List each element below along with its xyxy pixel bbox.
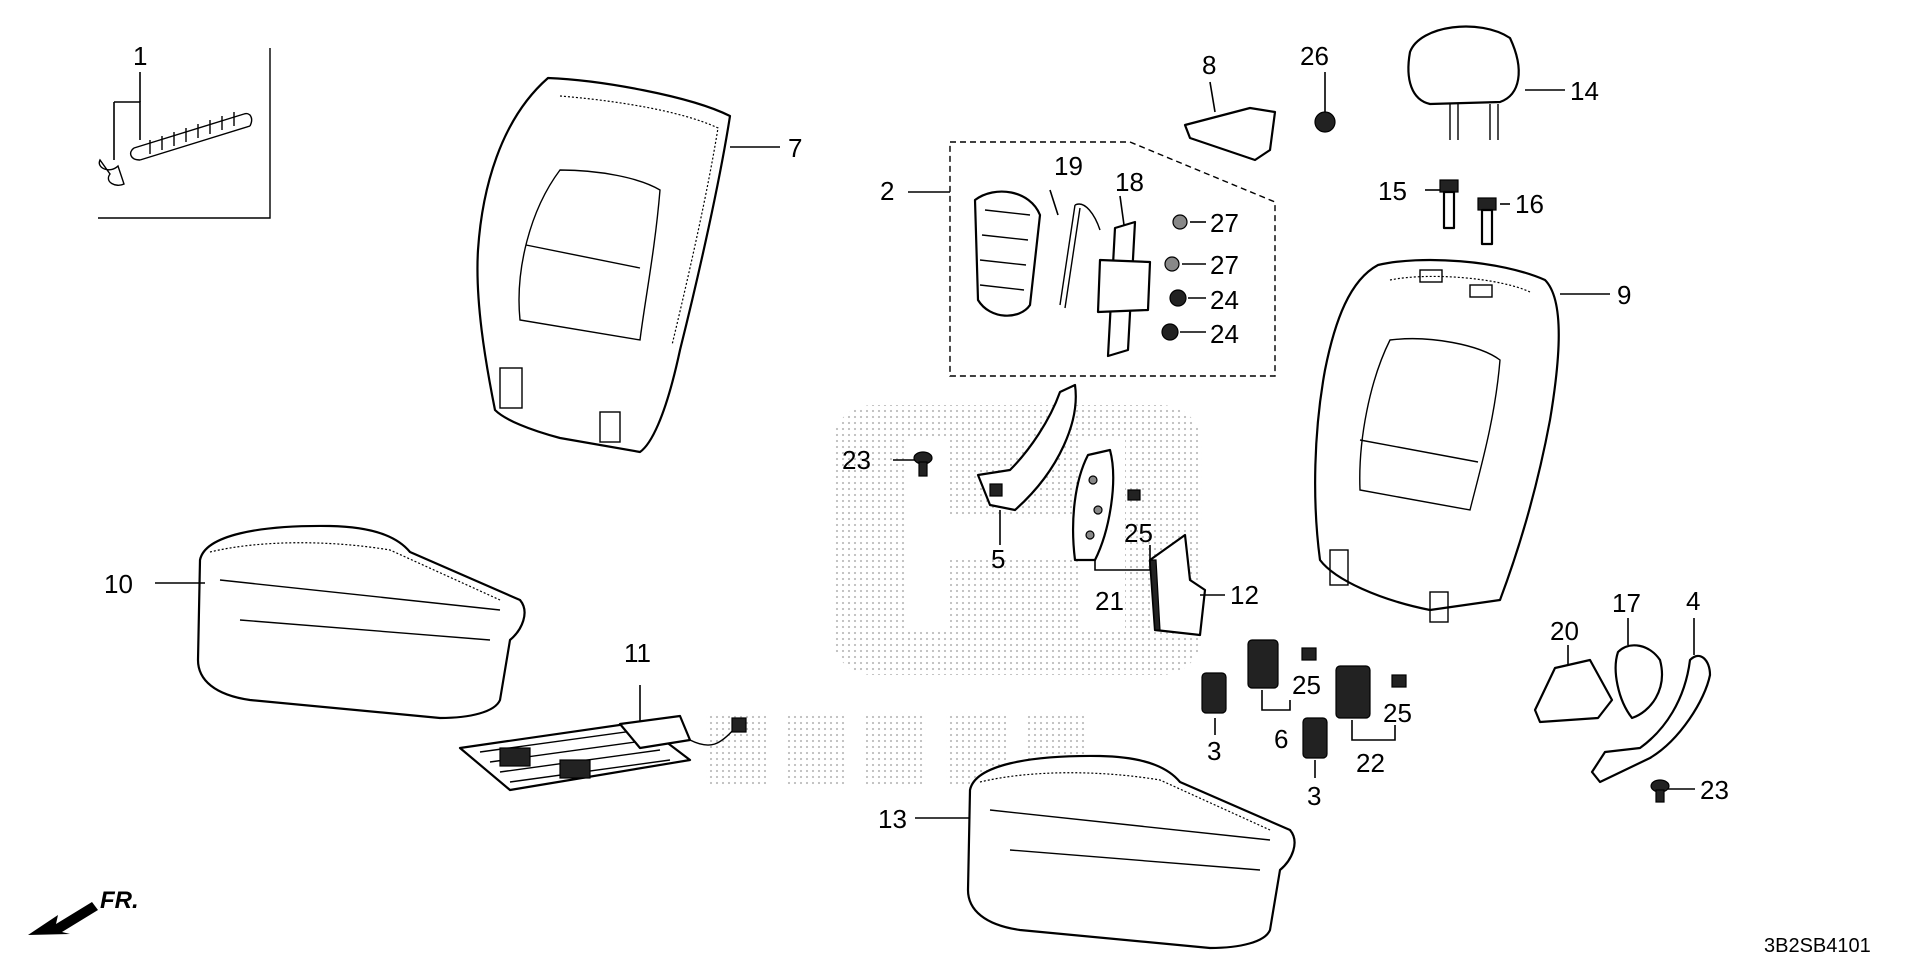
callout-numbers: 1 2 3 3 4 5 6 7 8 9 10 11 12 13 14 15 16… <box>104 41 1729 834</box>
part-11-heater-pad <box>458 714 747 792</box>
callout-10: 10 <box>104 569 133 599</box>
part-7-seatback-cover <box>476 76 732 454</box>
callout-23b: 23 <box>1700 775 1729 805</box>
callout-3a: 3 <box>1207 736 1221 766</box>
part-22-switch <box>1335 665 1371 719</box>
callout-18: 18 <box>1115 167 1144 197</box>
diagram-code: 3B2SB4101 <box>1764 935 1871 957</box>
callout-25a: 25 <box>1124 518 1153 548</box>
part-25-knob-a <box>1301 647 1317 661</box>
leader-lines <box>155 72 1695 819</box>
part-25-knob-b <box>1391 674 1407 688</box>
honda-watermark <box>706 405 1202 785</box>
callout-3b: 3 <box>1307 781 1321 811</box>
callout-13: 13 <box>878 804 907 834</box>
callout-4: 4 <box>1686 586 1700 616</box>
callout-20: 20 <box>1550 616 1579 646</box>
callout-22: 22 <box>1356 748 1385 778</box>
fastener-nuts <box>1161 214 1188 341</box>
callout-27b: 27 <box>1210 250 1239 280</box>
part-23-screw-right <box>1650 779 1670 803</box>
callout-9: 9 <box>1617 280 1631 310</box>
hog-ring-set <box>129 112 253 161</box>
callout-25c: 25 <box>1383 698 1412 728</box>
part-16-guide <box>1477 197 1497 246</box>
part-12-panel <box>1148 533 1207 637</box>
part-19-clip <box>1059 203 1101 309</box>
part-3-switch-b <box>1302 717 1328 759</box>
part-1-hog-rings <box>98 48 271 219</box>
part-2-airbag-group <box>908 141 1276 377</box>
callout-16: 16 <box>1515 189 1544 219</box>
part-17-cover <box>1614 644 1663 720</box>
part-6-switch <box>1247 639 1279 689</box>
callout-24b: 24 <box>1210 319 1239 349</box>
callout-11: 11 <box>624 638 651 668</box>
callout-25b: 25 <box>1292 670 1321 700</box>
part-26-clip <box>1314 111 1336 133</box>
callout-12: 12 <box>1230 580 1259 610</box>
part-8-trim <box>1183 106 1277 162</box>
callout-19: 19 <box>1054 151 1083 181</box>
callout-21: 21 <box>1095 586 1124 616</box>
part-15-guide <box>1439 179 1459 230</box>
part-4-side-shield <box>1590 654 1712 784</box>
callout-8: 8 <box>1202 50 1216 80</box>
airbag-module <box>973 190 1042 317</box>
callout-15: 15 <box>1378 176 1407 206</box>
callout-5: 5 <box>991 544 1005 574</box>
part-20-bracket <box>1533 658 1614 724</box>
callout-14: 14 <box>1570 76 1599 106</box>
callout-24a: 24 <box>1210 285 1239 315</box>
callout-27a: 27 <box>1210 208 1239 238</box>
callout-1: 1 <box>133 41 147 71</box>
callout-2: 2 <box>880 176 894 206</box>
part-5-side-cover <box>976 383 1077 512</box>
front-arrow-icon: FR. <box>28 887 139 935</box>
part-18-bracket <box>1096 220 1152 358</box>
part-9-seatback-cover <box>1314 258 1560 623</box>
front-indicator-label: FR. <box>100 887 139 914</box>
callout-26: 26 <box>1300 41 1329 71</box>
part-3-switch-a <box>1201 672 1227 714</box>
part-23-screw-left <box>913 451 933 477</box>
callout-7: 7 <box>788 133 802 163</box>
part-10-cushion-cover <box>196 524 526 720</box>
callout-17: 17 <box>1612 588 1641 618</box>
callout-6: 6 <box>1274 724 1288 754</box>
part-13-cushion-cover <box>966 754 1296 950</box>
callout-23a: 23 <box>842 445 871 475</box>
part-14-headrest <box>1407 25 1520 140</box>
